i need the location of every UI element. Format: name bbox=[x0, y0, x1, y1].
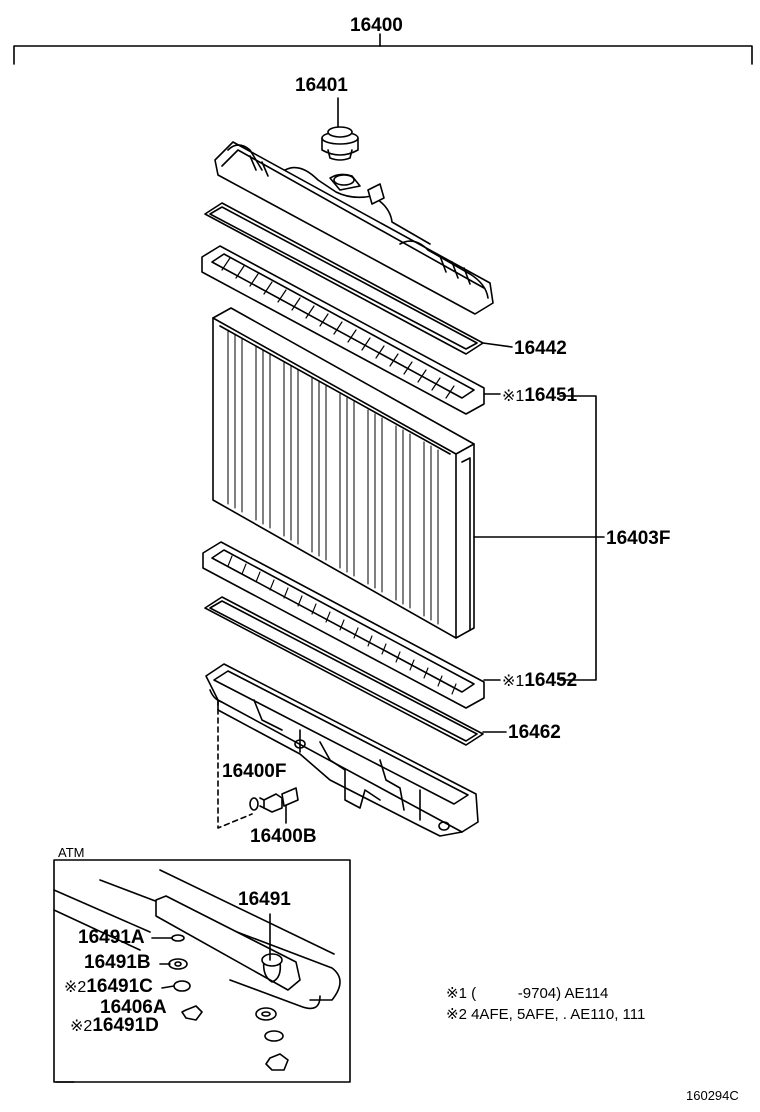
label-16400b: 16400B bbox=[250, 826, 317, 847]
mark-1: ※1 bbox=[502, 388, 525, 405]
diagram-id: 160294C bbox=[686, 1088, 739, 1103]
note-2: ※2 4AFE, 5AFE, . AE110, 111 bbox=[446, 1007, 645, 1022]
label-16400: 16400 bbox=[350, 15, 403, 36]
label-16451: ※116451 bbox=[502, 386, 577, 405]
label-16442: 16442 bbox=[514, 338, 567, 359]
note-2-text: 4AFE, 5AFE, . AE110, 111 bbox=[471, 1006, 646, 1023]
label-16491: 16491 bbox=[238, 889, 291, 910]
note-1: ※1 ( -9704) AE114 bbox=[446, 986, 608, 1001]
label-16406a: 16406A bbox=[100, 997, 167, 1018]
atm-title: ATM bbox=[58, 845, 85, 860]
label-16452-text: 16452 bbox=[524, 670, 578, 691]
label-16400f: 16400F bbox=[222, 761, 287, 782]
core-bracket bbox=[559, 395, 597, 681]
label-16462: 16462 bbox=[508, 722, 561, 743]
upper-gasket-part bbox=[204, 202, 513, 355]
mark-2: ※2 bbox=[64, 979, 87, 996]
upper-plate-part bbox=[201, 245, 501, 415]
label-16403f: 16403F bbox=[606, 528, 671, 549]
mark-1: ※1 bbox=[502, 673, 525, 690]
label-16451-text: 16451 bbox=[524, 385, 578, 406]
upper-tank-part bbox=[214, 141, 494, 315]
label-16452: ※116452 bbox=[502, 671, 577, 690]
assembly-bracket bbox=[13, 33, 753, 65]
label-16491c-text: 16491C bbox=[86, 976, 153, 997]
label-16491b: 16491B bbox=[84, 952, 151, 973]
note-1-mark: ※1 bbox=[446, 985, 467, 1002]
radiator-core-part bbox=[212, 307, 605, 639]
radiator-cap-part bbox=[321, 97, 359, 161]
atm-box bbox=[53, 859, 351, 1083]
lower-plate-part bbox=[202, 541, 501, 709]
note-1-text: ( -9704) AE114 bbox=[471, 985, 609, 1002]
drain-parts bbox=[249, 787, 299, 813]
mark-2: ※2 bbox=[70, 1018, 93, 1035]
label-16491a: 16491A bbox=[78, 927, 145, 948]
label-16491d-text: 16491D bbox=[92, 1015, 159, 1036]
label-16491d: ※216491D bbox=[70, 1016, 159, 1035]
note-2-mark: ※2 bbox=[446, 1006, 467, 1023]
label-16491c: ※216491C bbox=[64, 977, 153, 996]
label-16401: 16401 bbox=[295, 75, 348, 96]
lower-gasket-part bbox=[204, 596, 507, 746]
